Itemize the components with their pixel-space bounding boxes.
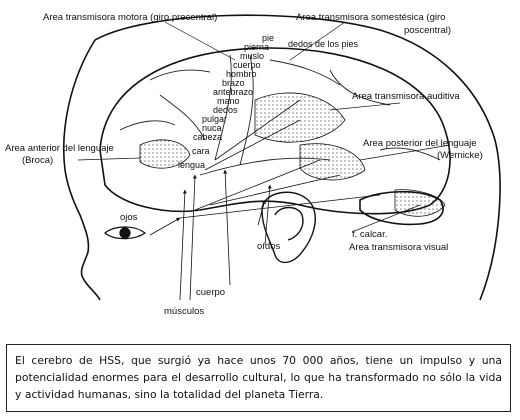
label-oidos: oídos [257,241,281,252]
label-pierna: pierna [244,42,270,52]
face-profile [62,39,101,301]
label-auditory-area: Area transmisora auditiva [352,91,460,102]
label-dedos-pies: dedos de los pies [288,39,359,49]
label-muslo: muslo [240,51,265,61]
label-somesthetic-area-1: Area transmisora somestésica (giro [296,12,446,23]
label-ojos: ojos [120,212,138,223]
label-antebrazo: antebrazo [213,87,254,97]
wernicke-area [299,143,366,181]
label-lengua: lengua [178,160,206,170]
label-wernicke-area-1: Area posterior del lenguaje [363,138,477,149]
label-hombro: hombro [226,69,257,79]
label-wernicke-area-2: (Wernicke) [437,150,483,161]
label-broca-area-2: (Broca) [22,155,54,166]
head-outline [94,14,501,301]
label-broca-area-1: Area anterior del lenguaje [5,143,114,154]
label-mano: mano [217,96,240,106]
label-brazo: brazo [222,78,245,88]
brain-drawing [62,14,501,301]
label-cabeza: cabeza [193,132,223,142]
label-musculos: músculos [164,306,205,317]
label-nuca: nuca [202,123,222,133]
label-cara: cara [192,146,210,156]
label-pulgar: pulgar [202,114,228,124]
label-motor-area: Area transmisora motora (giro precentral… [43,12,218,23]
label-visual-area: Area transmisora visual [349,242,449,253]
label-cuerpo-bottom: cuerpo [196,287,226,298]
broca-area [139,139,191,169]
figure-caption: El cerebro de HSS, que surgió ya hace un… [6,344,511,412]
brain-outline [99,47,451,215]
auditory-area [254,92,346,143]
label-pie: pie [262,33,275,43]
label-calcarine: f. calcar. [352,229,388,240]
label-dedos: dedos [213,105,238,115]
label-cuerpo-top: cuerpo [233,60,261,70]
brain-diagram: Area transmisora motora (giro precentral… [5,12,501,317]
label-somesthetic-area-2: poscentral) [404,25,451,36]
ear [261,191,316,264]
